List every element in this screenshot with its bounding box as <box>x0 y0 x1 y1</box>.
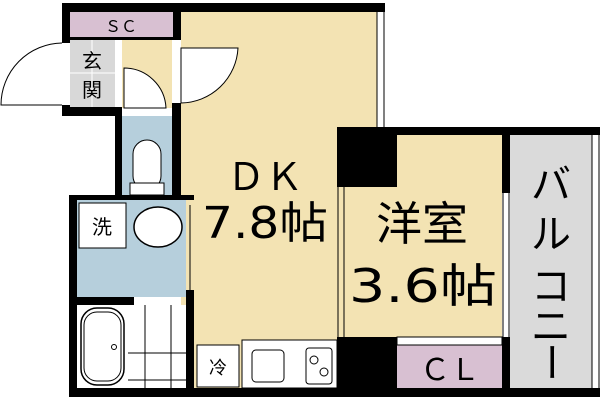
walls <box>62 3 600 397</box>
balcony-label: バ ル コ ニ ー <box>527 162 573 382</box>
balcony-char: コ <box>531 264 571 310</box>
window-lines <box>189 12 600 388</box>
genkan-label-1: 玄 <box>82 49 102 73</box>
balcony-char: ー <box>527 342 573 382</box>
dk-name-label: ＤＫ <box>227 155 303 199</box>
closet-label: ＣＬ <box>420 353 480 388</box>
sc-label: ＳＣ <box>105 17 137 36</box>
balcony <box>510 135 592 388</box>
hall-door[interactable] <box>123 67 167 109</box>
closet <box>397 345 502 388</box>
dk-door[interactable] <box>180 47 239 104</box>
wash-basin <box>133 206 183 248</box>
genkan-label-2: 関 <box>82 78 102 102</box>
washroom-label: 洗 <box>92 215 112 239</box>
bath-floor-tiles <box>128 305 186 388</box>
fridge-label: 冷 <box>209 358 227 379</box>
bathtub <box>80 307 125 386</box>
genkan-tiles <box>70 40 115 107</box>
yoshitsu-size-label: 3.6帖 <box>349 259 497 313</box>
sc-storage <box>70 12 173 37</box>
balcony-char: バ <box>531 162 571 208</box>
balcony-char: ル <box>531 212 571 258</box>
sink <box>251 349 285 383</box>
stove <box>305 347 333 385</box>
balcony-char: ニ <box>531 304 571 350</box>
entrance-door[interactable] <box>0 42 63 106</box>
dk-size-label: 7.8帖 <box>202 198 328 249</box>
yoshitsu-name-label: 洋室 <box>376 197 468 251</box>
